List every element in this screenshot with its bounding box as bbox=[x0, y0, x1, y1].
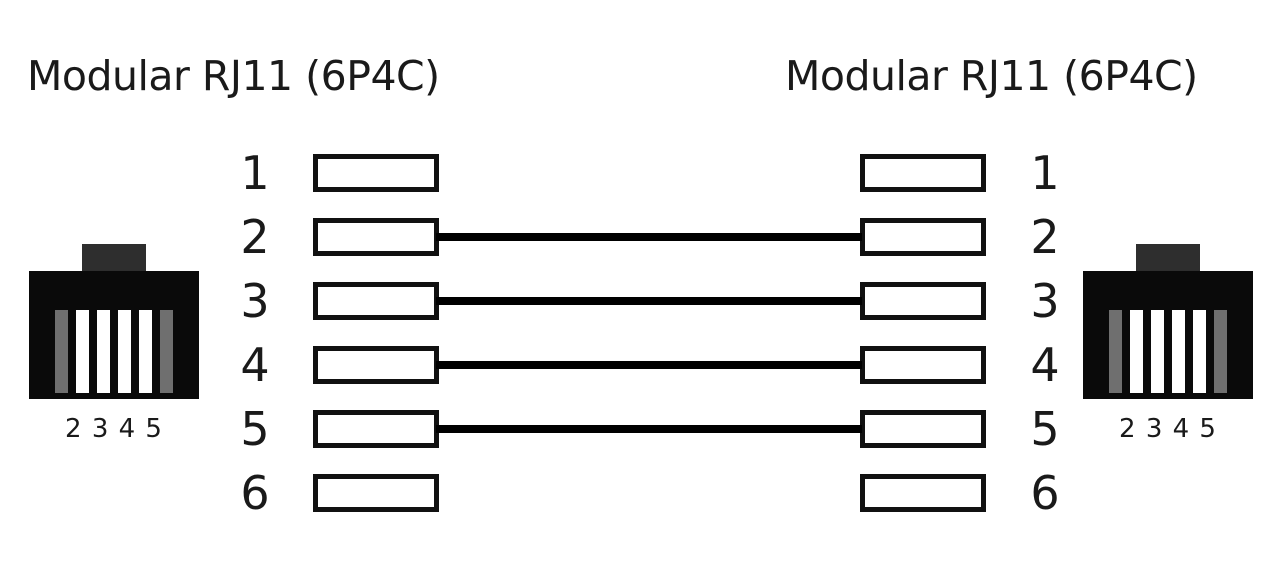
pin-row-left-3: 3 bbox=[0, 273, 1280, 328]
connector-slot-icon bbox=[1214, 310, 1227, 393]
pin-contact-rect bbox=[313, 346, 439, 384]
left-connector-latch-tab-icon bbox=[82, 244, 146, 274]
pin-row-right-2: 2 bbox=[0, 209, 1280, 264]
pin-row-right-4: 4 bbox=[0, 337, 1280, 392]
pin-row-right-3: 3 bbox=[0, 273, 1280, 328]
right-connector-pins-label: 2 3 4 5 bbox=[1119, 414, 1217, 444]
pin-contact-rect bbox=[313, 154, 439, 192]
connector-slot-icon bbox=[76, 310, 89, 393]
wire-pin-4-to-4 bbox=[436, 361, 862, 369]
pin-row-right-1: 1 bbox=[0, 145, 1280, 200]
pin-contact-rect bbox=[860, 282, 986, 320]
connector-slot-icon bbox=[1172, 310, 1185, 393]
connector-slot-icon bbox=[160, 310, 173, 393]
connector-slot-icon bbox=[1151, 310, 1164, 393]
pin-contact-rect bbox=[860, 218, 986, 256]
left-connector-body-icon bbox=[29, 271, 199, 399]
pin-number-label: 4 bbox=[240, 337, 270, 392]
connector-slot-icon bbox=[1193, 310, 1206, 393]
left-connector-pins-label: 2 3 4 5 bbox=[65, 414, 163, 444]
pin-contact-rect bbox=[860, 410, 986, 448]
pin-number-label: 1 bbox=[240, 145, 270, 200]
connector-slot-icon bbox=[1109, 310, 1122, 393]
pin-number-label: 5 bbox=[1030, 401, 1060, 456]
pin-row-left-1: 1 bbox=[0, 145, 1280, 200]
pin-number-label: 6 bbox=[1030, 465, 1060, 520]
left-connector-pin-slots bbox=[29, 310, 199, 393]
connector-slot-icon bbox=[97, 310, 110, 393]
pin-row-right-5: 5 bbox=[0, 401, 1280, 456]
right-connector-pin-slots bbox=[1083, 310, 1253, 393]
pin-number-label: 2 bbox=[1030, 209, 1060, 264]
right-connector-latch-tab-icon bbox=[1136, 244, 1200, 274]
wire-pin-3-to-3 bbox=[436, 297, 862, 305]
pin-contact-rect bbox=[860, 346, 986, 384]
connector-slot-icon bbox=[118, 310, 131, 393]
connector-slot-icon bbox=[1130, 310, 1143, 393]
connector-slot-icon bbox=[55, 310, 68, 393]
wire-pin-5-to-5 bbox=[436, 425, 862, 433]
right-connector-title: Modular RJ11 (6P4C) bbox=[785, 52, 1198, 100]
pin-contact-rect bbox=[313, 410, 439, 448]
pin-number-label: 6 bbox=[240, 465, 270, 520]
pin-number-label: 5 bbox=[240, 401, 270, 456]
pin-contact-rect bbox=[313, 282, 439, 320]
left-connector-title: Modular RJ11 (6P4C) bbox=[27, 52, 440, 100]
pin-number-label: 3 bbox=[1030, 273, 1060, 328]
pin-number-label: 3 bbox=[240, 273, 270, 328]
pin-contact-rect bbox=[860, 154, 986, 192]
right-connector-body-icon bbox=[1083, 271, 1253, 399]
pin-row-left-5: 5 bbox=[0, 401, 1280, 456]
pin-number-label: 4 bbox=[1030, 337, 1060, 392]
pin-row-right-6: 6 bbox=[0, 465, 1280, 520]
pin-contact-rect bbox=[313, 474, 439, 512]
wire-pin-2-to-2 bbox=[436, 233, 862, 241]
connector-slot-icon bbox=[139, 310, 152, 393]
pin-row-left-4: 4 bbox=[0, 337, 1280, 392]
pin-number-label: 1 bbox=[1030, 145, 1060, 200]
pin-row-left-6: 6 bbox=[0, 465, 1280, 520]
pin-contact-rect bbox=[860, 474, 986, 512]
pin-number-label: 2 bbox=[240, 209, 270, 264]
pin-row-left-2: 2 bbox=[0, 209, 1280, 264]
